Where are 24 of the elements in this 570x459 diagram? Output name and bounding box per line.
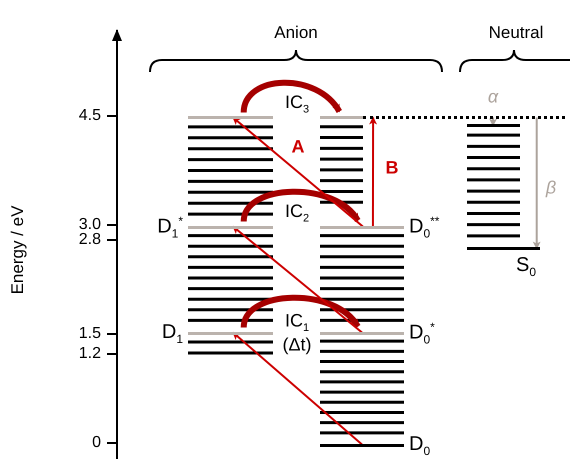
tick-label: 3.0 — [78, 217, 101, 233]
dotted-level-line — [363, 116, 565, 119]
edge-label: β — [544, 178, 558, 198]
state-label: D$_{0}$ — [409, 434, 430, 456]
tick-label: 0 — [92, 435, 101, 451]
tick-label: 2.8 — [78, 232, 101, 248]
arrow — [489, 117, 498, 126]
arrow — [532, 118, 541, 250]
energy-level-line — [188, 116, 273, 119]
group-heading: Anion — [274, 24, 318, 41]
axis-title: Energy / eV — [8, 206, 28, 294]
group-heading: Neutral — [488, 24, 544, 41]
tick-label: 1.5 — [78, 326, 101, 342]
arrow — [232, 116, 364, 228]
energy-level-line — [467, 124, 520, 127]
energy-level-line — [320, 116, 363, 119]
tick-label: 4.5 — [78, 108, 101, 124]
state-label: D$_{1}$ — [160, 322, 183, 344]
curved-arrow — [240, 188, 360, 222]
curved-arrow — [240, 294, 360, 328]
tick-label: 1.2 — [78, 346, 101, 362]
arrow — [369, 116, 378, 226]
curved-arrow — [240, 80, 342, 114]
state-label: S$_{0}$ — [516, 255, 536, 278]
